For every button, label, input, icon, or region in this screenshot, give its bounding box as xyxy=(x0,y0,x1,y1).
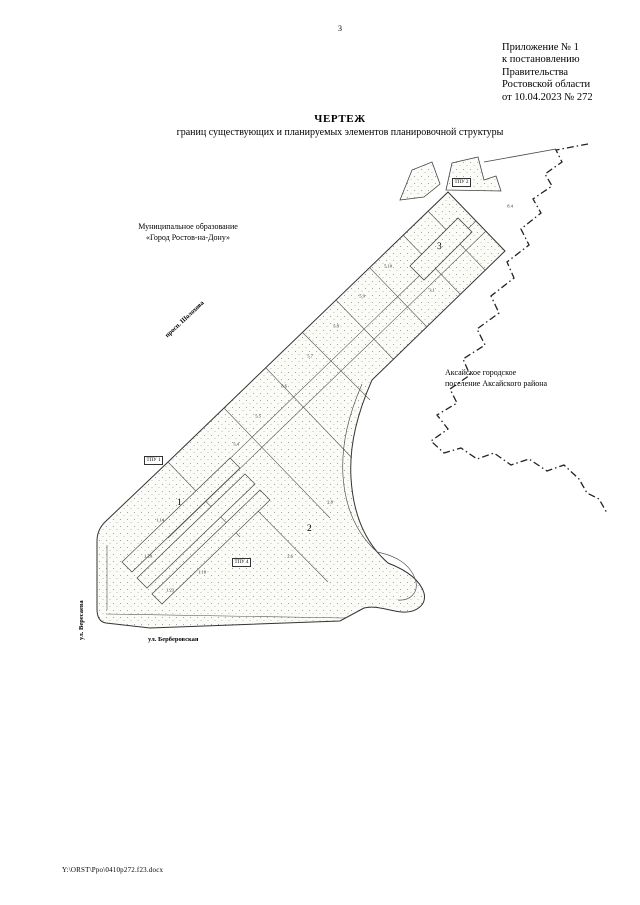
curved-road xyxy=(342,383,417,601)
parcel-label: 5.5 xyxy=(255,413,261,419)
district-number-3: 3 xyxy=(437,242,442,252)
parcel-label: 5.7 xyxy=(307,353,313,359)
file-path: Y:\ORST\Ppo\0410p272.f23.docx xyxy=(62,866,164,874)
district-1-strips xyxy=(121,457,271,605)
appendix-line-1: Приложение № 1 xyxy=(502,42,579,53)
district-number-1: 1 xyxy=(177,498,182,508)
aksay-line-2: поселение Аксайского района xyxy=(445,378,548,388)
page-number: 3 xyxy=(338,24,342,33)
municipality-line-2: «Город Ростов-на-Дону» xyxy=(145,232,231,242)
parcel-label: 5.10 xyxy=(384,263,392,269)
top-connector-line xyxy=(483,148,557,163)
parcel-label: 3.1 xyxy=(429,287,435,293)
municipality-label: Муниципальное образование «Город Ростов-… xyxy=(98,222,278,243)
tpu-4-box: ТПУ 4 xyxy=(232,558,251,567)
aksay-line-1: Аксайское городское xyxy=(445,368,517,377)
tpu-2-box: ТПУ 2 xyxy=(452,178,471,187)
parcel-label: 1.20 xyxy=(144,553,152,559)
municipal-boundary-line xyxy=(429,143,608,514)
appendix-block: Приложение № 1 к постановлению Правитель… xyxy=(502,42,593,104)
parcel-label: 1.23 xyxy=(166,587,174,593)
appendix-line-5: от 10.04.2023 № 272 xyxy=(502,91,593,103)
parcel-label: 2.8 xyxy=(327,499,333,505)
municipality-line-1: Муниципальное образование xyxy=(138,222,238,231)
top-stub-shapes xyxy=(399,156,502,201)
appendix-line-2: к постановлению xyxy=(502,54,580,66)
parcel-label: 8.4 xyxy=(507,203,513,209)
street-label-veresaeva: ул. Вересаева xyxy=(78,600,85,640)
parcel-label: 5.4 xyxy=(233,441,239,447)
parcel-label: 1.14 xyxy=(156,517,164,523)
appendix-line-3: Правительства xyxy=(502,66,569,78)
parcel-label: 1.18 xyxy=(198,569,206,575)
parcel-label: 5.9 xyxy=(359,293,365,299)
parcel-label: 2.6 xyxy=(287,553,293,559)
drawing-title: ЧЕРТЕЖ xyxy=(314,113,366,125)
parcel-label: 5.6 xyxy=(281,383,287,389)
street-label-berberovskaya: ул. Берберовская xyxy=(148,636,199,643)
parcel-label: 5.8 xyxy=(333,323,339,329)
aksay-settlement-label: Аксайское городское поселение Аксайского… xyxy=(445,368,595,389)
drawing-subtitle: границ существующих и планируемых элемен… xyxy=(176,127,504,138)
district-number-2: 2 xyxy=(307,524,312,534)
lower-area-roads xyxy=(105,545,345,619)
appendix-line-4: Ростовской области xyxy=(502,79,591,91)
block-3-shape xyxy=(409,217,473,281)
tpu-1-box: ТПУ 1 xyxy=(144,456,163,465)
